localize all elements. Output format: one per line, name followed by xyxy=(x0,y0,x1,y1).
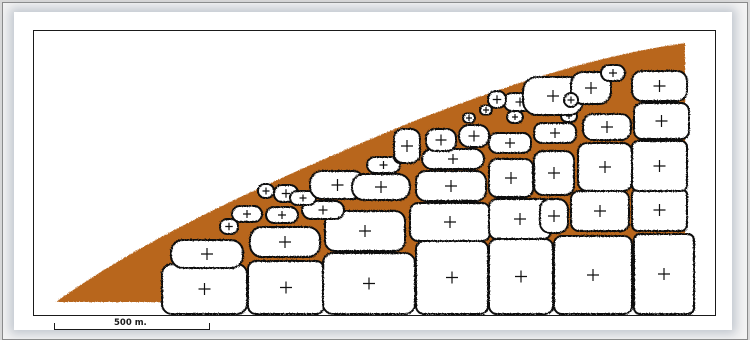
block-diagram xyxy=(33,30,716,316)
scale-line xyxy=(54,329,210,330)
block-diagram-svg xyxy=(34,31,716,316)
scale-tick-left xyxy=(54,323,55,330)
scale-bar: 500 m. xyxy=(54,318,210,332)
scale-tick-right xyxy=(209,323,210,330)
scale-label: 500 m. xyxy=(114,318,147,328)
